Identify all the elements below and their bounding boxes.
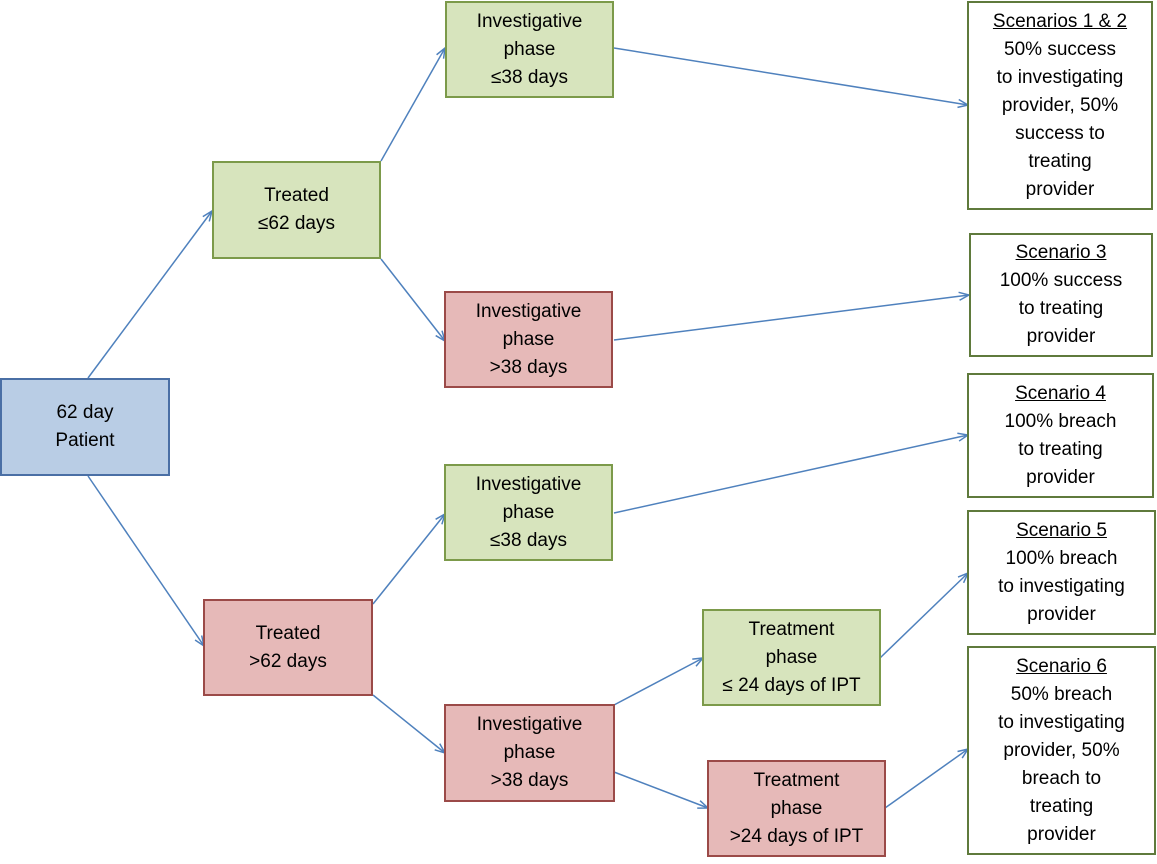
scenario-4-line-1: 100% breach: [1004, 410, 1117, 432]
scenario-5-line-2: to investigating: [998, 575, 1125, 597]
treat-le24-line-1: Treatment: [748, 618, 835, 640]
treat-gt24-line-3: >24 days of IPT: [729, 825, 864, 847]
inv-a-line-1: Investigative: [476, 10, 583, 32]
scenario-3-heading: Scenario 3: [1015, 242, 1107, 263]
treat-le24-line-2: phase: [765, 646, 818, 668]
scenario-3-box: Scenario 3 100% success to treating prov…: [969, 233, 1153, 357]
treatment-phase-node-le24: Treatment phase ≤ 24 days of IPT: [702, 609, 881, 706]
arrow-treated-gt62-to-inv-d: [372, 694, 445, 753]
scenario-6-heading: Scenario 6: [1016, 655, 1107, 677]
inv-d-line-1: Investigative: [476, 714, 583, 735]
arrow-treat-le24-to-scenario-5: [879, 573, 968, 659]
scenario-4-line-2: to treating: [1018, 438, 1103, 460]
treat-gt24-line-2: phase: [770, 797, 823, 819]
arrow-inv-c-to-scenario-4: [613, 435, 968, 514]
treated-le62-node: Treated ≤62 days: [212, 161, 381, 259]
investigative-phase-node-b: Investigative phase >38 days: [444, 291, 613, 388]
inv-b-line-2: phase: [502, 328, 555, 350]
scenario-4-line-3: provider: [1026, 466, 1095, 488]
scenario-5-heading: Scenario 5: [1016, 519, 1107, 541]
investigative-phase-node-d: Investigative phase >38 days: [444, 704, 615, 802]
scenario-3-line-1: 100% success: [999, 270, 1123, 291]
root-line-1: 62 day: [56, 402, 114, 423]
scenarios-1-2-line-1: 50% success: [1004, 38, 1116, 60]
scenario-3-line-3: provider: [1026, 326, 1096, 347]
arrow-inv-d-to-treat-le24: [613, 658, 703, 706]
arrow-inv-d-to-treat-gt24: [613, 771, 708, 808]
treated-gt62-line-2: >62 days: [249, 650, 327, 672]
arrow-treat-gt24-to-scenario-6: [884, 749, 968, 809]
inv-a-line-2: phase: [503, 38, 556, 60]
inv-b-line-1: Investigative: [475, 300, 582, 322]
scenario-6-line-3: provider, 50%: [1003, 739, 1120, 761]
scenarios-1-2-heading: Scenarios 1 & 2: [992, 10, 1128, 32]
scenario-5-box: Scenario 5 100% breach to investigating …: [967, 510, 1156, 635]
root-node: 62 day Patient: [0, 378, 170, 476]
scenario-3-line-2: to treating: [1018, 298, 1104, 319]
scenario-5-line-1: 100% breach: [1005, 547, 1118, 569]
treatment-phase-node-gt24: Treatment phase >24 days of IPT: [707, 760, 886, 857]
scenario-6-line-5: treating: [1029, 795, 1094, 817]
scenario-5-line-3: provider: [1027, 603, 1096, 625]
treated-gt62-node: Treated >62 days: [203, 599, 373, 696]
scenario-6-line-4: breach to: [1021, 767, 1102, 789]
scenario-6-line-1: 50% breach: [1010, 683, 1113, 705]
arrow-treated-le62-to-inv-b: [380, 258, 445, 341]
scenario-6-box: Scenario 6 50% breach to investigating p…: [967, 646, 1156, 855]
scenario-6-line-2: to investigating: [998, 711, 1125, 733]
investigative-phase-node-a: Investigative phase ≤38 days: [445, 1, 614, 98]
treat-gt24-line-1: Treatment: [753, 769, 840, 791]
arrow-treated-le62-to-inv-a: [380, 48, 445, 162]
treat-le24-line-3: ≤ 24 days of IPT: [722, 674, 861, 696]
scenarios-1-2-box: Scenarios 1 & 2 50% success to investiga…: [967, 1, 1153, 210]
scenario-4-heading: Scenario 4: [1015, 382, 1106, 404]
inv-c-line-1: Investigative: [475, 473, 582, 495]
inv-d-line-2: phase: [503, 742, 556, 763]
arrow-root-to-treated-gt62: [87, 475, 204, 646]
inv-a-line-3: ≤38 days: [491, 66, 568, 88]
investigative-phase-node-c: Investigative phase ≤38 days: [444, 464, 613, 561]
scenarios-1-2-line-2: to investigating: [996, 66, 1124, 88]
scenarios-1-2-line-5: treating: [1028, 150, 1092, 172]
scenarios-1-2-line-3: provider, 50%: [1001, 94, 1119, 116]
arrow-treated-gt62-to-inv-c: [372, 514, 445, 605]
treated-le62-line-2: ≤62 days: [258, 213, 335, 234]
inv-d-line-3: >38 days: [490, 770, 569, 791]
inv-c-line-2: phase: [502, 501, 555, 523]
arrow-inv-b-to-scenario-3: [613, 295, 969, 341]
scenario-6-line-6: provider: [1027, 823, 1096, 845]
inv-c-line-3: ≤38 days: [490, 529, 567, 551]
scenarios-1-2-line-6: provider: [1025, 178, 1095, 200]
arrow-root-to-treated-le62: [87, 211, 212, 379]
treated-le62-line-1: Treated: [264, 185, 329, 206]
scenarios-1-2-line-4: success to: [1015, 122, 1105, 144]
scenario-4-box: Scenario 4 100% breach to treating provi…: [967, 373, 1154, 498]
inv-b-line-3: >38 days: [489, 356, 568, 378]
root-line-2: Patient: [55, 430, 115, 451]
treated-gt62-line-1: Treated: [255, 622, 321, 644]
arrow-inv-a-to-scenarios-1-2: [613, 47, 968, 105]
